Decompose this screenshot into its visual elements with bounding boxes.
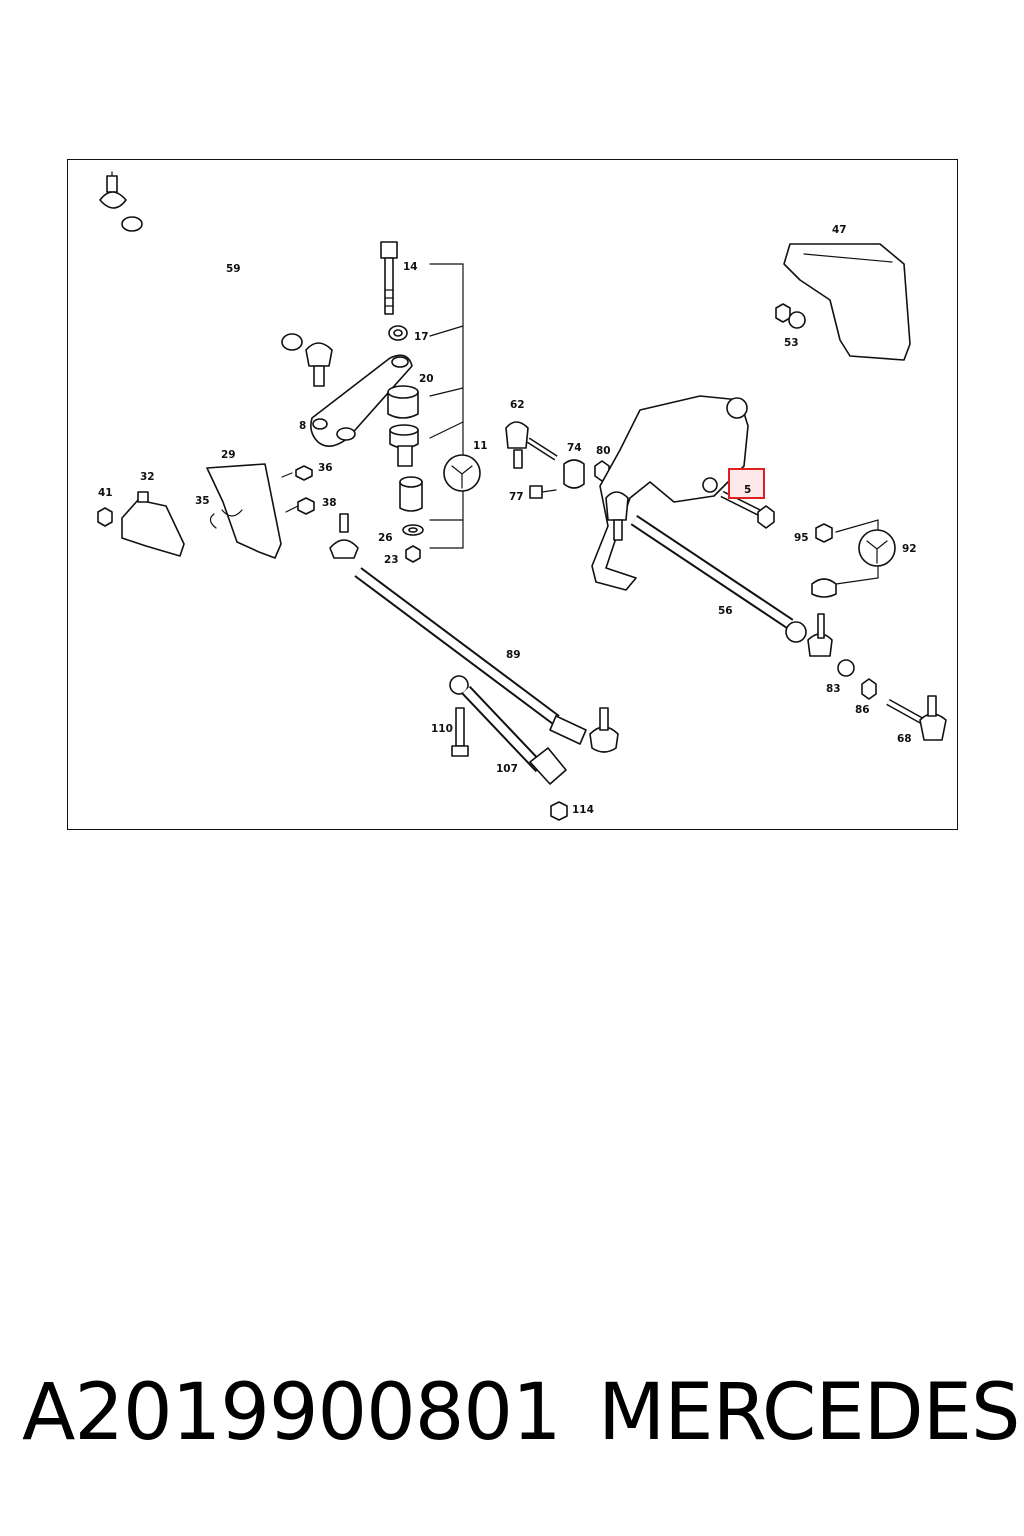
callout-17: 17: [414, 331, 429, 343]
callout-62: 62: [510, 399, 525, 411]
bracket-47: [775, 243, 911, 361]
tie-rod-end-68: [886, 695, 947, 741]
callout-95: 95: [794, 532, 809, 544]
callout-32: 32: [140, 471, 155, 483]
callout-41: 41: [98, 487, 113, 499]
highlight-box: [728, 468, 765, 499]
callout-35: 35: [195, 495, 210, 507]
callout-8: 8: [299, 420, 306, 432]
callout-59: 59: [226, 263, 241, 275]
callout-20: 20: [419, 373, 434, 385]
callout-14: 14: [403, 261, 418, 273]
callout-92: 92: [902, 543, 917, 555]
callout-5: 5: [744, 484, 751, 496]
callout-26: 26: [378, 532, 393, 544]
tie-rod-89: [329, 513, 619, 753]
caption-bar: A2019900801 MERCEDES: [0, 1368, 1024, 1468]
wrench-icon-92: [858, 529, 896, 567]
steering-gearbox: [591, 395, 775, 591]
tie-rod-end-62: [505, 421, 610, 499]
idler-arm-stack: [310, 241, 464, 563]
nut-95: [811, 519, 879, 598]
tie-rod-59: [99, 171, 333, 387]
callout-107: 107: [496, 763, 518, 775]
wrench-icon-11: [443, 454, 481, 492]
callout-74: 74: [567, 442, 582, 454]
callout-80: 80: [596, 445, 611, 457]
callout-36: 36: [318, 462, 333, 474]
callout-38: 38: [322, 497, 337, 509]
mounting-brackets-left: [97, 463, 315, 559]
callout-68: 68: [897, 733, 912, 745]
callout-110: 110: [431, 723, 453, 735]
callout-11: 11: [473, 440, 488, 452]
callout-29: 29: [221, 449, 236, 461]
callout-56: 56: [718, 605, 733, 617]
callout-77: 77: [509, 491, 524, 503]
callout-86: 86: [855, 704, 870, 716]
callout-89: 89: [506, 649, 521, 661]
callout-53: 53: [784, 337, 799, 349]
callout-83: 83: [826, 683, 841, 695]
steering-damper-107: [449, 675, 568, 821]
callout-23: 23: [384, 554, 399, 566]
brand-name: MERCEDES: [598, 1368, 1020, 1458]
callout-47: 47: [832, 224, 847, 236]
callout-114: 114: [572, 804, 594, 816]
tie-rod-56: [605, 491, 877, 700]
part-number: A2019900801: [22, 1368, 562, 1458]
